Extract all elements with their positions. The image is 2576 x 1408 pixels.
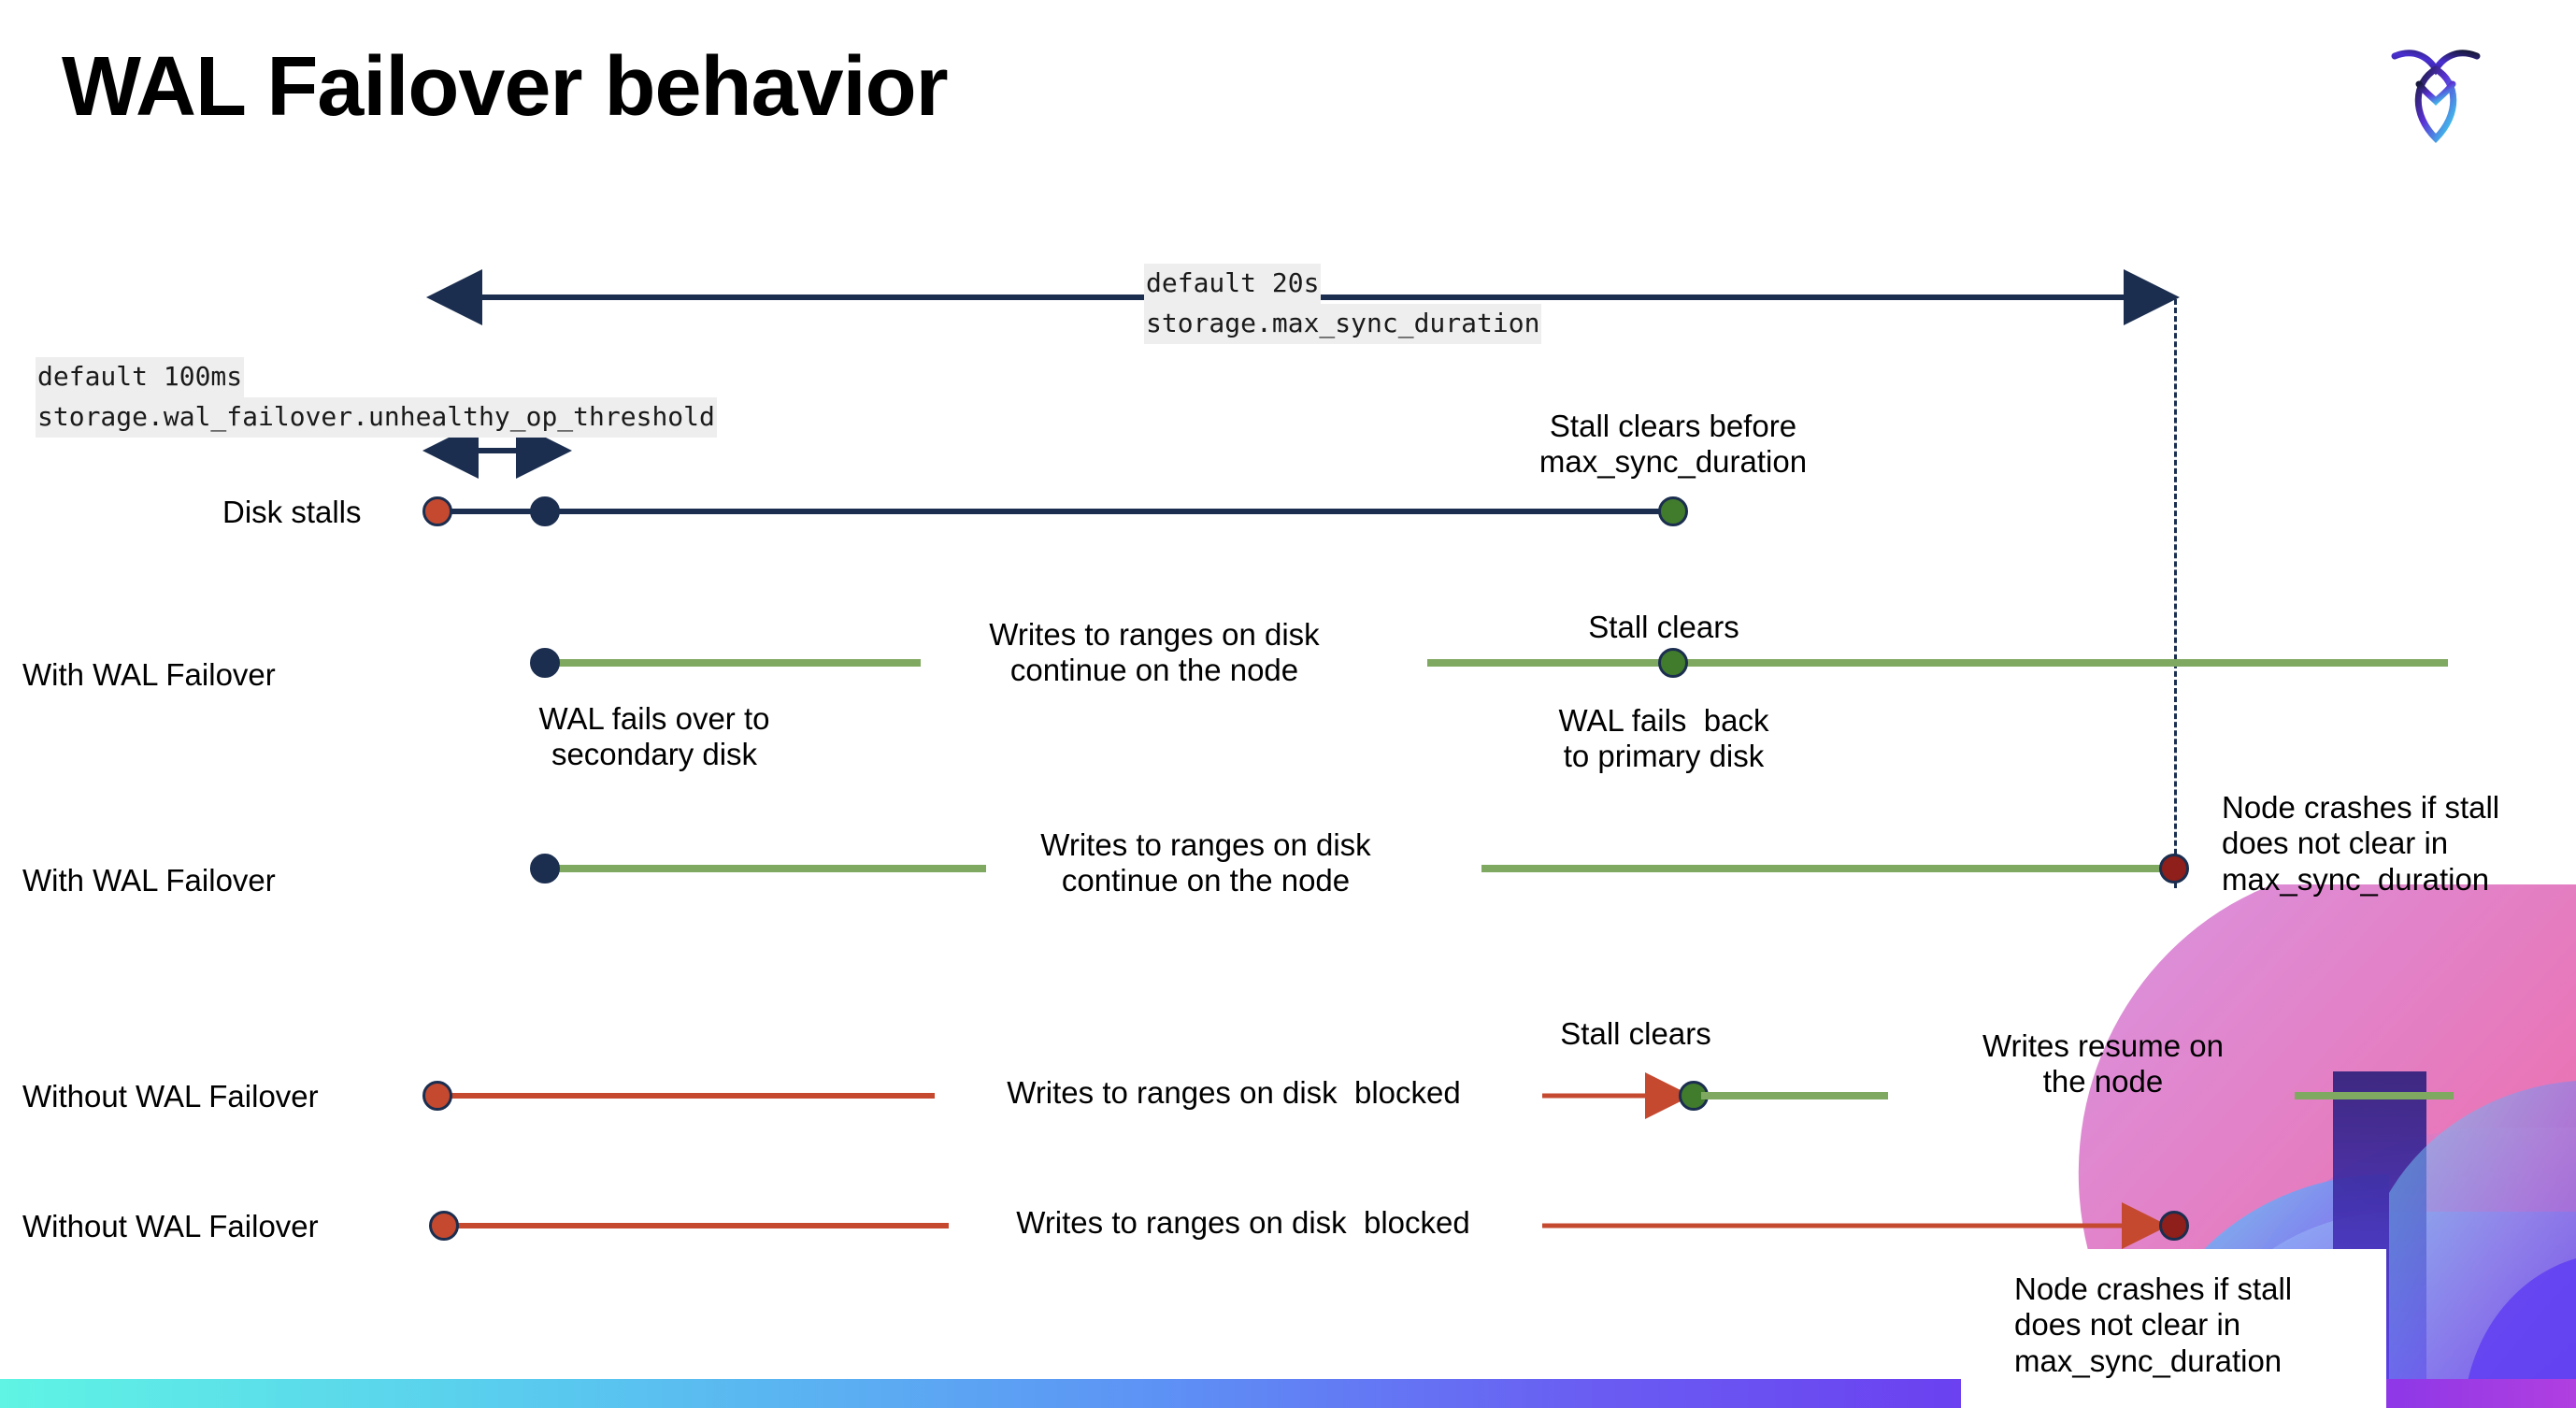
unhealthy-op-setting-name: storage.wal_failover.unhealthy_op_thresh… [36, 397, 717, 438]
page-title: WAL Failover behavior [62, 40, 949, 134]
max-sync-boundary-dashed-line [2174, 299, 2177, 888]
annotation-writes-blocked-2: Writes to ranges on disk blocked [1016, 1205, 1470, 1240]
node-crash-dot-row5 [2159, 1211, 2189, 1241]
without-failover-blocked-line-row4 [437, 1093, 935, 1099]
with-failover-timeline-left-1 [545, 659, 921, 667]
wal-failover-start-dot-row2 [530, 648, 560, 678]
wal-failover-start-dot-row3 [530, 854, 560, 884]
disk-stall-start-dot [422, 496, 452, 526]
without-failover-resume-line-b [2295, 1092, 2454, 1099]
row-label-without-wal-failover-1: Without WAL Failover [22, 1079, 319, 1113]
row-label-without-wal-failover-2: Without WAL Failover [22, 1209, 319, 1243]
annotation-wal-fails-over: WAL fails over to secondary disk [538, 701, 770, 772]
annotation-writes-continue-1: Writes to ranges on disk continue on the… [989, 617, 1320, 688]
row-label-with-wal-failover-2: With WAL Failover [22, 863, 276, 898]
with-failover-timeline-right-2 [1481, 865, 2173, 872]
stall-clears-dot-row1 [1658, 496, 1688, 526]
disk-stall-start-dot-row4 [422, 1081, 452, 1111]
annotation-stall-clears-2: Stall clears [1560, 1016, 1711, 1051]
annotation-stall-clears-before: Stall clears before max_sync_duration [1538, 409, 1808, 480]
node-crashes-callout-box [1961, 1249, 2386, 1408]
annotation-writes-blocked-1: Writes to ranges on disk blocked [1007, 1075, 1461, 1110]
annotation-writes-continue-2: Writes to ranges on disk continue on the… [1040, 827, 1371, 898]
wal-failover-trigger-dot [530, 496, 560, 526]
node-crash-dot-row3 [2159, 854, 2189, 884]
annotation-node-crashes-2: Node crashes if stall does not clear in … [2014, 1272, 2293, 1378]
unhealthy-op-default-label: default 100ms [36, 357, 245, 397]
disk-stalls-timeline [437, 509, 1681, 514]
stall-clears-dot-row2 [1658, 648, 1688, 678]
without-failover-resume-line-a [1701, 1092, 1888, 1099]
with-failover-timeline-left-2 [545, 865, 986, 872]
row-label-disk-stalls: Disk stalls [222, 495, 362, 529]
without-failover-blocked-line-row5 [444, 1223, 949, 1228]
cockroachdb-logo-icon [2385, 36, 2486, 148]
row-label-with-wal-failover-1: With WAL Failover [22, 657, 276, 692]
max-sync-setting-name: storage.max_sync_duration [1144, 304, 1542, 344]
with-failover-timeline-right-1 [1427, 659, 2448, 667]
annotation-writes-resume: Writes resume on the node [1982, 1028, 2224, 1099]
disk-stall-start-dot-row5 [429, 1211, 459, 1241]
annotation-stall-clears-1: Stall clears [1588, 610, 1739, 644]
annotation-wal-fails-back: WAL fails back to primary disk [1558, 703, 1769, 774]
annotation-node-crashes-1: Node crashes if stall does not clear in … [2222, 790, 2500, 897]
max-sync-default-label: default 20s [1144, 264, 1322, 304]
